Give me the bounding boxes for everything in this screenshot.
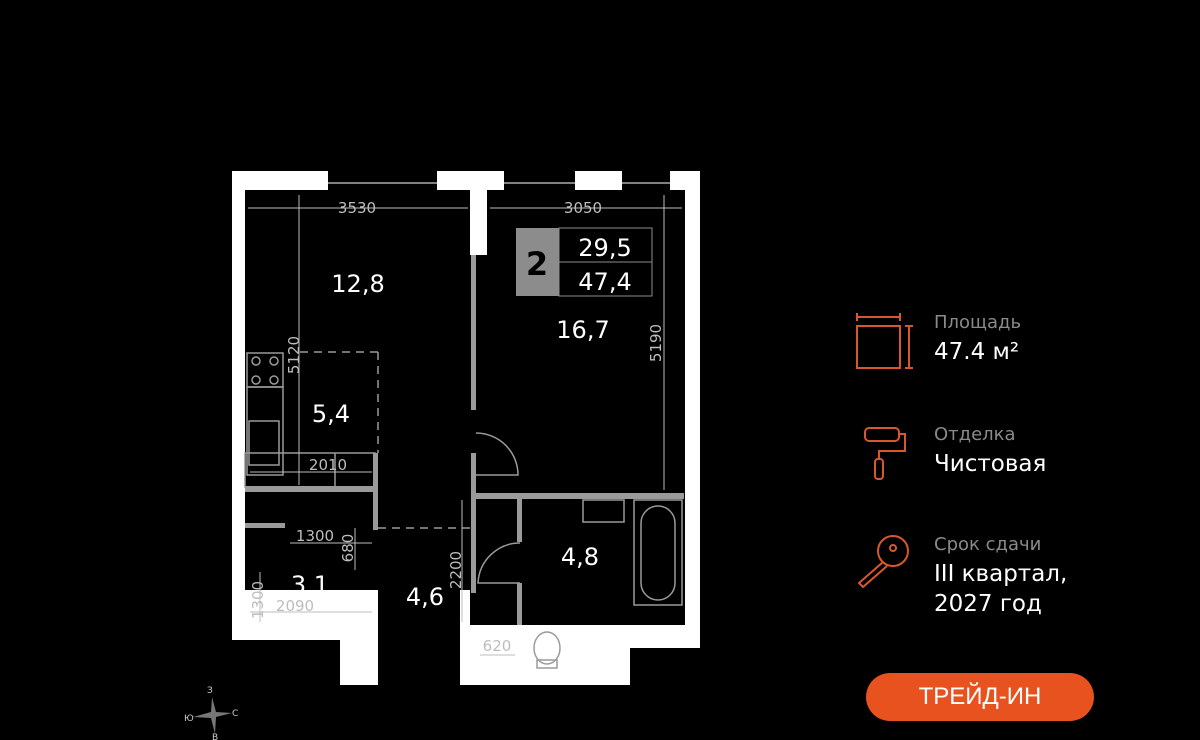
dim-bath-small: 620 [483,637,512,655]
dim-kitchen-width: 2010 [309,456,347,474]
dim-top-left: 3530 [338,199,376,217]
dim-closet-width: 2090 [276,597,314,615]
dim-closet-height: 1300 [249,581,267,619]
area-bedroom: 16,7 [556,316,609,344]
key-icon [857,535,909,589]
dimension-lines [248,195,682,656]
rooms-count: 2 [526,245,548,283]
area-kitchen: 5,4 [312,400,350,428]
svg-text:С: С [232,709,238,719]
fixtures [244,351,683,669]
area-label: Площадь [934,312,1022,333]
svg-text:В: В [212,733,218,740]
trade-in-button[interactable]: ТРЕЙД-ИН [866,673,1094,721]
dim-closet-small: 680 [339,534,357,563]
dim-right-height: 5190 [647,324,665,362]
area-kitchen-living: 12,8 [331,270,384,298]
deadline-label: Срок сдачи [934,534,1042,555]
compass: З С Ю В [184,686,238,740]
area-info: Площадь 47.4 м² [934,312,1021,367]
svg-text:Ю: Ю [184,714,194,724]
finish-info: Отделка Чистовая [934,424,1046,479]
living-area: 29,5 [578,234,631,262]
windows [328,171,670,190]
area-bathroom: 4,8 [561,543,599,571]
svg-text:З: З [207,686,213,696]
area-value: 47.4 м² [934,339,1020,365]
total-area: 47,4 [578,268,631,296]
area-icon [856,313,913,369]
area-hall: 4,6 [406,583,444,611]
apartment-badge: 2 29,5 47,4 [516,227,653,297]
dim-closet-top: 1300 [296,527,334,545]
area-closet: 3,1 [291,571,329,599]
deadline-line1: III квартал, [934,561,1068,587]
finish-label: Отделка [934,424,1016,445]
dim-left-height: 5120 [285,336,303,374]
deadline-info: Срок сдачи III квартал, 2027 год [934,534,1067,619]
dim-top-right: 3050 [564,199,602,217]
finish-value: Чистовая [934,451,1047,477]
dim-hall-height: 2200 [447,551,465,589]
deadline-line2: 2027 год [934,591,1042,617]
paint-roller-icon [864,427,906,480]
